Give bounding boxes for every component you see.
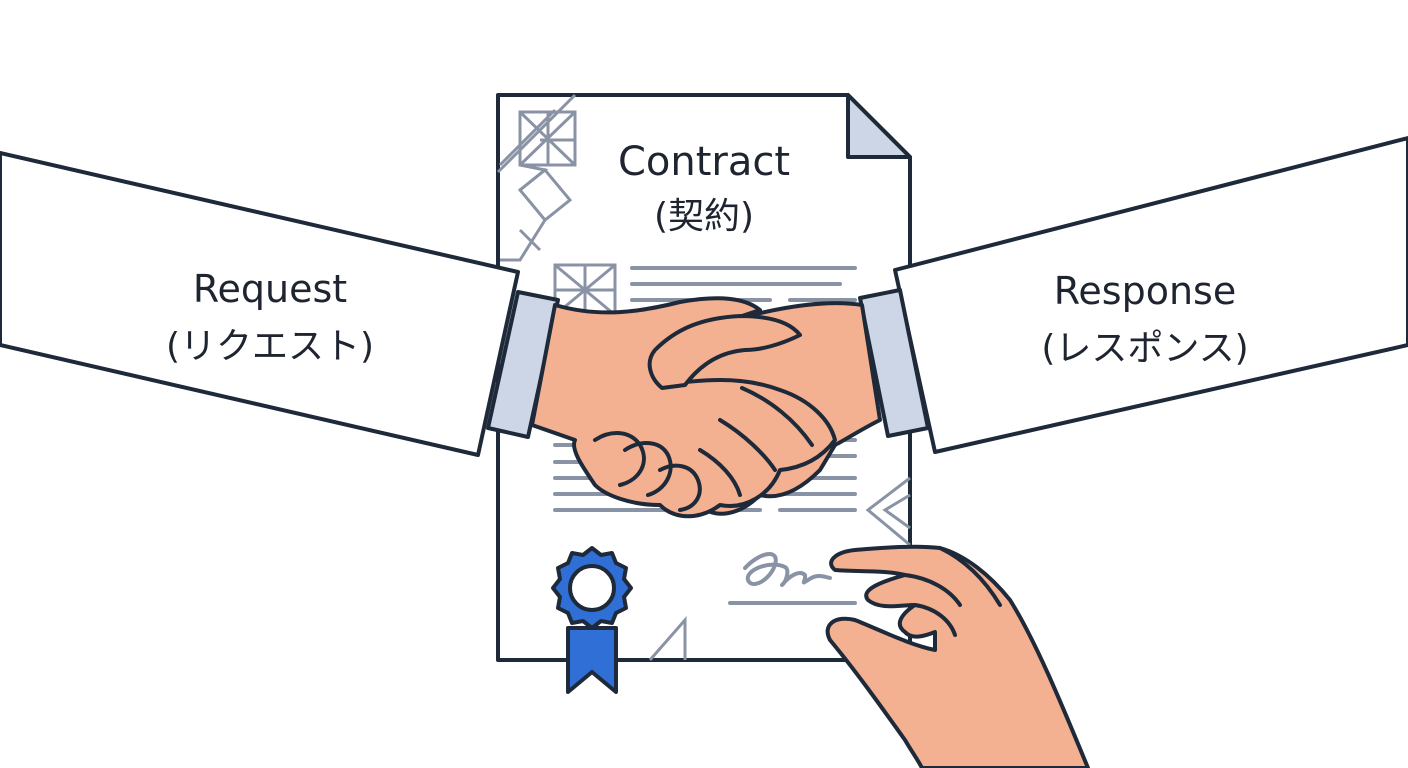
response-label-sub: (レスポンス) xyxy=(1041,328,1248,369)
document-geometric-pattern xyxy=(496,93,577,262)
handshake-icon xyxy=(530,296,882,519)
request-cuff xyxy=(486,290,560,439)
document-folded-corner xyxy=(846,93,912,159)
signature xyxy=(728,552,857,605)
ribbon-seal-icon xyxy=(551,546,633,694)
signature-scribble xyxy=(743,552,832,587)
signing-hand-icon xyxy=(825,544,1090,768)
document-corner-pattern xyxy=(648,476,911,661)
document-title-sub: (契約) xyxy=(654,196,754,237)
response-label: Response xyxy=(1054,269,1237,313)
response-sleeve xyxy=(893,136,1408,454)
request-label: Request xyxy=(193,267,347,311)
response-arm: Response (レスポンス) xyxy=(858,136,1408,454)
response-cuff xyxy=(858,288,930,438)
request-sleeve xyxy=(0,151,520,457)
request-arm: Request (リクエスト) xyxy=(0,151,560,457)
request-label-sub: (リクエスト) xyxy=(166,326,374,367)
document-title: Contract xyxy=(618,139,790,185)
